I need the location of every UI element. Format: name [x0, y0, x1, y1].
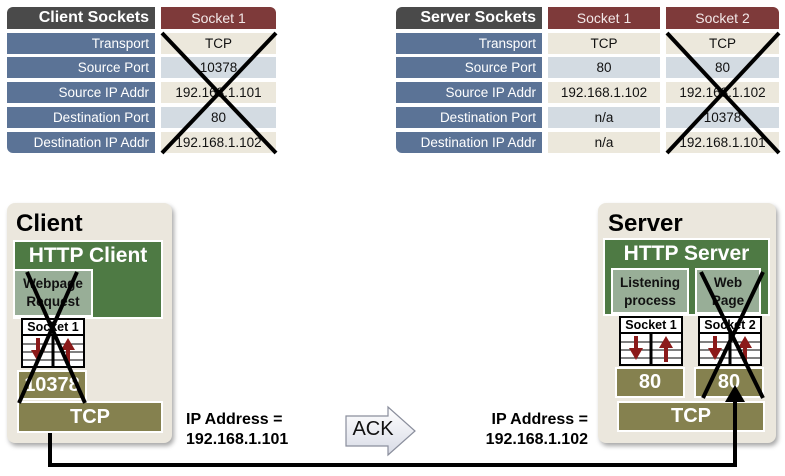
- server-s2-transport: TCP: [666, 33, 779, 54]
- http-server-label: HTTP Server: [623, 242, 750, 265]
- client-socket1-header: Socket 1: [161, 7, 276, 29]
- server-s1-transport: TCP: [548, 33, 660, 54]
- server-socket2-header: Socket 2: [666, 7, 779, 29]
- http-client-label: HTTP Client: [28, 244, 148, 267]
- server-row-label-transport: Transport: [396, 33, 542, 54]
- client-socket-cross-mark: [17, 271, 87, 404]
- client-sockets-title: Client Sockets: [7, 7, 155, 29]
- client-tcp-layer: TCP: [17, 401, 163, 433]
- client-host-title: Client: [16, 210, 83, 237]
- client-ip-label: IP Address =: [186, 411, 283, 428]
- up-arrow-icon: [738, 336, 752, 362]
- server-row-label-source-port: Source Port: [396, 57, 542, 78]
- client-row-label-source-ip: Source IP Addr: [7, 82, 155, 103]
- server-socket1-header: Socket 1: [548, 7, 660, 29]
- server-ip-label: IP Address =: [491, 411, 589, 428]
- server-row-label-dest-port: Destination Port: [396, 107, 542, 128]
- server-sockets-title: Server Sockets: [396, 7, 542, 29]
- client-port: 10378: [17, 370, 87, 400]
- up-arrow-icon: [659, 336, 673, 362]
- up-arrow-icon: [61, 338, 75, 364]
- server-s1-source-port: 80: [548, 57, 660, 78]
- server-s1-dest-ip: n/a: [548, 132, 660, 153]
- socket-buffer-arrows: [621, 334, 681, 366]
- server-socket1-label: Socket 1: [621, 318, 681, 334]
- server-s1-dest-port: n/a: [548, 107, 660, 128]
- server-s2-dest-ip: 192.168.1.101: [666, 132, 779, 153]
- server-tcp-layer: TCP: [617, 401, 765, 432]
- client-socket1-cross-mark: [160, 31, 278, 155]
- client-row-label-dest-port: Destination Port: [7, 107, 155, 128]
- listening-process: Listening process: [611, 268, 689, 314]
- client-ip-value: 192.168.1.101: [186, 431, 289, 448]
- web-page-process: Web Page: [695, 268, 761, 314]
- server-s1-source-ip: 192.168.1.102: [548, 82, 660, 103]
- ack-label: ACK: [352, 418, 394, 440]
- server-row-label-source-ip: Source IP Addr: [396, 82, 542, 103]
- client-cell-transport: TCP: [161, 33, 276, 54]
- server-socket2-cross-mark: [665, 31, 781, 155]
- arrow-head-icon: [725, 385, 745, 402]
- server-port-1: 80: [615, 367, 685, 398]
- server-row-label-dest-ip: Destination IP Addr: [396, 132, 542, 153]
- server-socket2-cross-mark: [699, 271, 765, 399]
- down-arrow-icon: [629, 336, 643, 360]
- client-cell-dest-ip: 192.168.1.102: [161, 132, 276, 153]
- client-row-label-source-port: Source Port: [7, 57, 155, 78]
- server-socket1: Socket 1: [619, 316, 683, 366]
- server-ip-value: 192.168.1.102: [485, 431, 588, 448]
- socket-buffer-arrows: [700, 334, 760, 366]
- server-host-title: Server: [608, 210, 683, 237]
- client-row-label-transport: Transport: [7, 33, 155, 54]
- ack-arrow-icon: [345, 405, 416, 457]
- down-arrow-icon: [708, 336, 722, 360]
- client-row-label-dest-ip: Destination IP Addr: [7, 132, 155, 153]
